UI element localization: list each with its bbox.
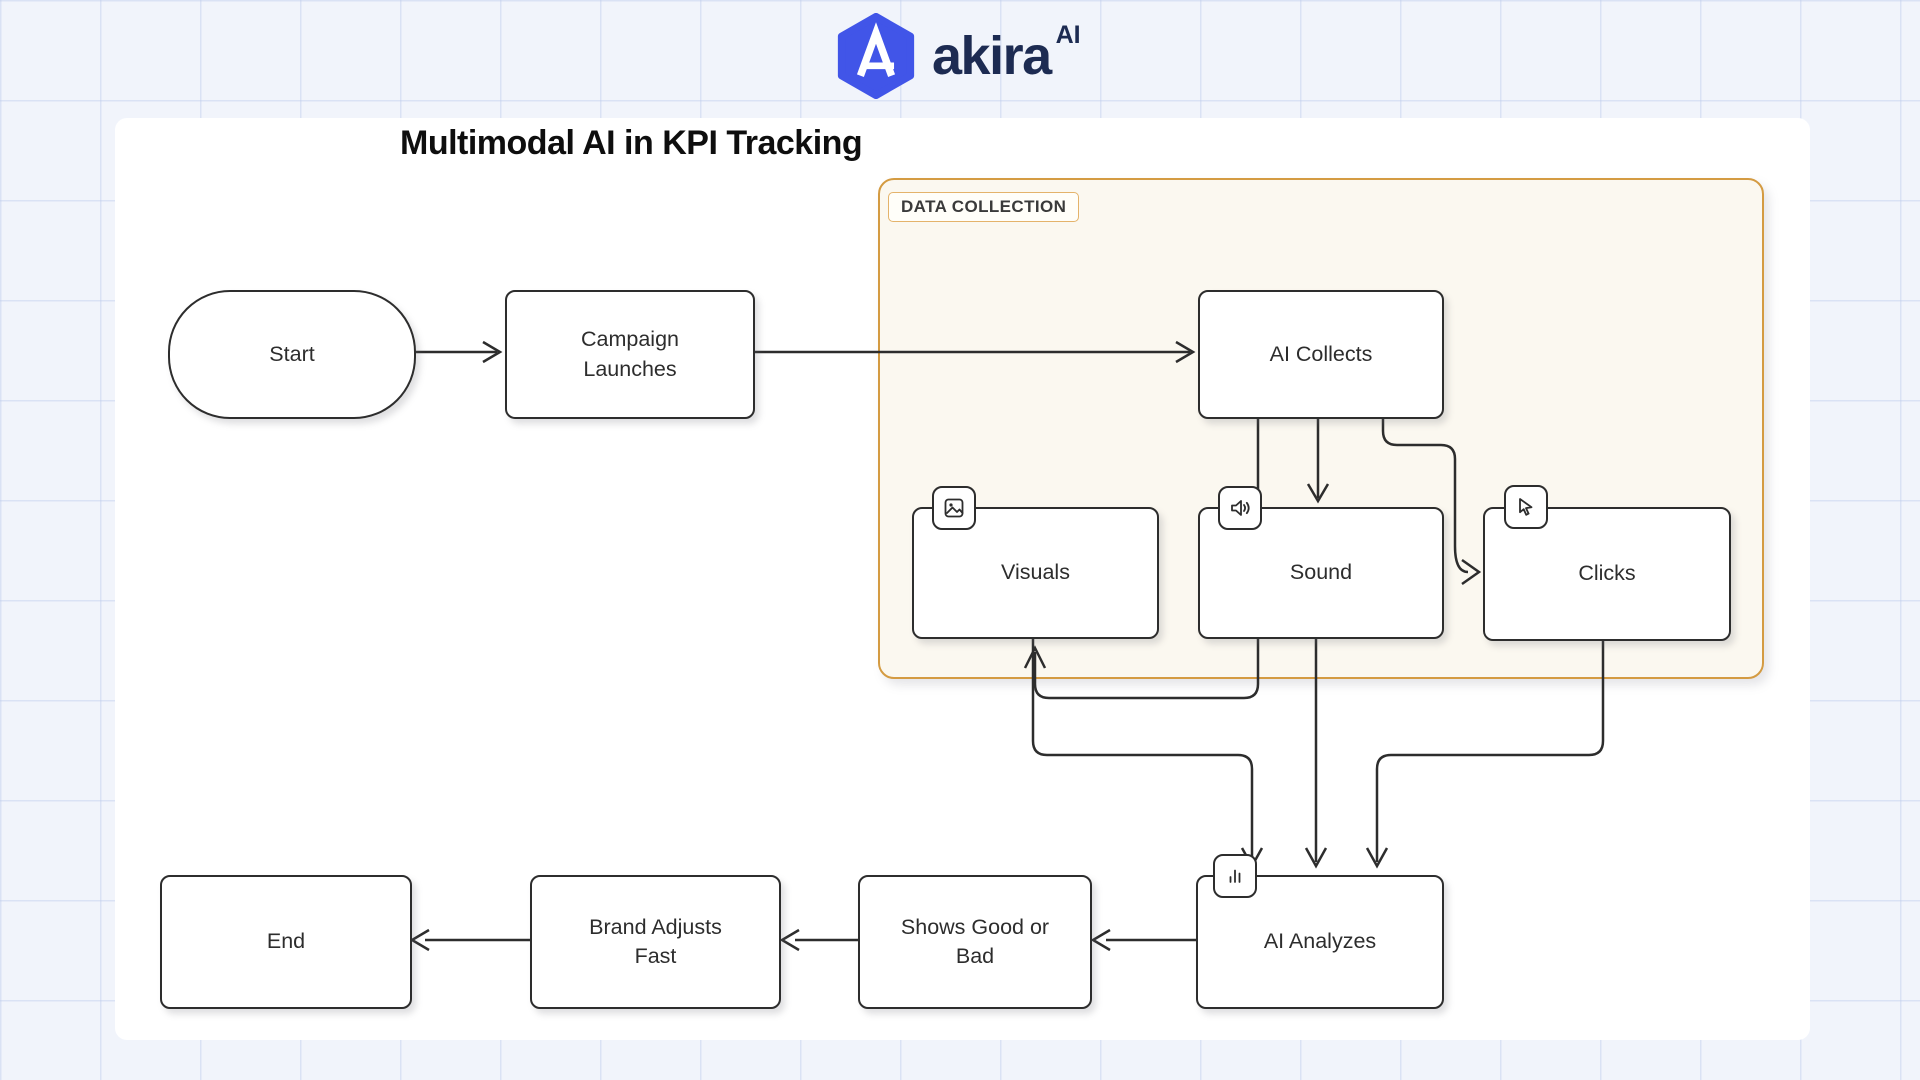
node-shows-good-or-bad: Shows Good or Bad (858, 875, 1092, 1009)
clicks-badge (1504, 485, 1548, 529)
node-shows-good-or-bad-label: Shows Good or Bad (900, 914, 1050, 968)
bar-chart-icon (1229, 869, 1241, 883)
node-campaign-launches: Campaign Launches (505, 290, 755, 419)
node-clicks: Clicks (1483, 507, 1731, 641)
sound-badge (1218, 486, 1262, 530)
node-clicks-label: Clicks (1578, 561, 1636, 586)
node-brand-adjusts-fast-label: Brand Adjusts Fast (589, 914, 722, 968)
akira-hexagon-icon (837, 13, 915, 99)
cursor-icon (1519, 498, 1533, 516)
data-collection-group-label: DATA COLLECTION (888, 192, 1080, 222)
node-end-label: End (266, 929, 306, 954)
image-icon (944, 498, 964, 518)
node-sound-label: Sound (1289, 560, 1353, 585)
logo-brand-text: akira (932, 26, 1052, 86)
logo-superscript: AI (1055, 21, 1081, 49)
node-campaign-launches-label: Campaign Launches (581, 327, 679, 381)
analyzes-badge (1213, 854, 1257, 898)
node-ai-collects: AI Collects (1198, 290, 1444, 419)
node-end: End (160, 875, 412, 1009)
logo-wordmark: akira AI (932, 23, 1081, 86)
speaker-icon (1231, 500, 1250, 516)
visuals-badge (932, 486, 976, 530)
diagram-title: Multimodal AI in KPI Tracking (400, 124, 863, 162)
node-brand-adjusts-fast: Brand Adjusts Fast (530, 875, 781, 1009)
node-start: Start (168, 290, 416, 419)
node-ai-collects-label: AI Collects (1269, 341, 1373, 366)
node-visuals-label: Visuals (1001, 560, 1070, 585)
akira-logo[interactable]: akira AI (835, 12, 1081, 100)
node-start-label: Start (269, 341, 315, 366)
node-ai-analyzes-label: AI Analyzes (1263, 929, 1377, 954)
